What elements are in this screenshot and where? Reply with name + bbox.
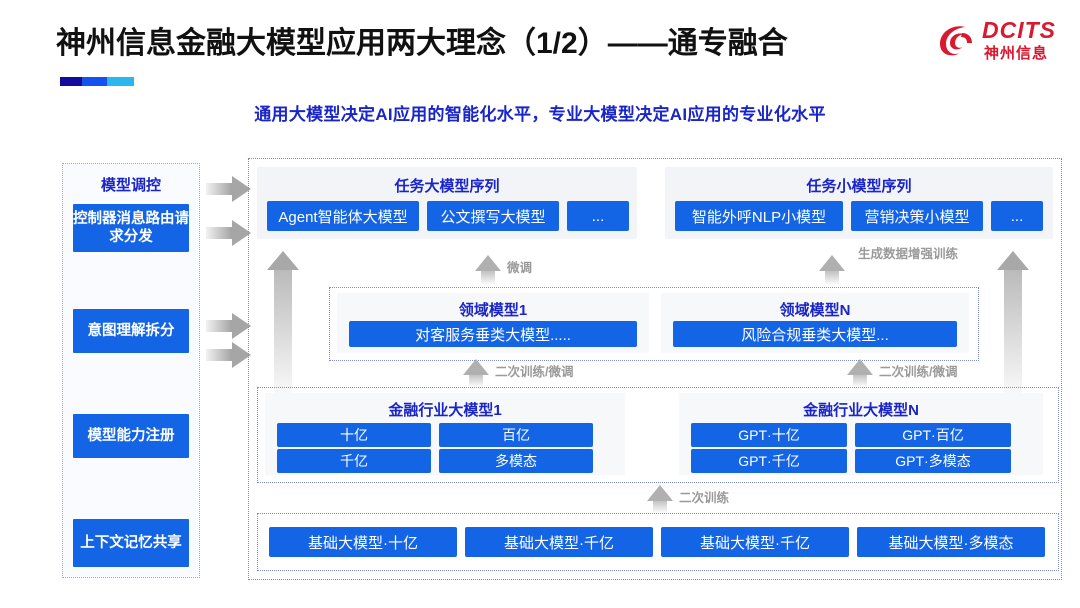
industry-model-1-item-2[interactable]: 千亿: [277, 449, 431, 473]
base-model-3[interactable]: 基础大模型·多模态: [857, 527, 1045, 557]
control-item-3[interactable]: 上下文记忆共享: [73, 519, 189, 567]
industry-model-n-item-1[interactable]: GPT·百亿: [855, 423, 1011, 447]
arrow-label-retrain-right: 二次训练/微调: [879, 365, 958, 379]
domain-model-title-1: 领域模型1: [458, 302, 528, 319]
right-arrow-icon-1: [206, 220, 251, 246]
industry-model-1-item-1[interactable]: 百亿: [439, 423, 593, 447]
base-model-2[interactable]: 基础大模型·千亿: [661, 527, 849, 557]
industry-model-title-1: 金融行业大模型1: [388, 402, 502, 419]
arrow-label-data-aug: 生成数据增强训练: [857, 247, 958, 261]
task-sequence-group-large: 任务大模型序列 Agent智能体大模型 公文撰写大模型 ...: [257, 167, 637, 239]
up-arrow-icon-retrain-base: [645, 485, 675, 513]
domain-model-item-n[interactable]: 风险合规垂类大模型...: [673, 321, 957, 347]
task-sequence-title-large: 任务大模型序列: [394, 178, 500, 195]
domain-model-title-n: 领域模型N: [779, 302, 851, 319]
page-title: 神州信息金融大模型应用两大理念（1/2）——通专融合: [56, 27, 788, 60]
right-arrow-icon-3: [206, 342, 251, 368]
up-arrow-icon-data-aug: [817, 255, 847, 285]
dcits-logo-mark: [940, 26, 972, 56]
up-arrow-icon-tall-left: [263, 251, 303, 403]
industry-model-title-n: 金融行业大模型N: [803, 402, 919, 419]
control-item-1[interactable]: 意图理解拆分: [73, 309, 189, 353]
logo-wordmark: DCITS: [982, 17, 1056, 43]
industry-model-frame: [257, 387, 1059, 483]
task-model-small-1[interactable]: 营销决策小模型: [851, 201, 983, 231]
control-item-2[interactable]: 模型能力注册: [73, 414, 189, 458]
arrow-label-retrain-base: 二次训练: [679, 491, 730, 505]
right-arrow-icon-0: [206, 176, 251, 202]
control-panel: 模型调控 控制器消息路由请求分发 意图理解拆分 模型能力注册 上下文记忆共享: [62, 163, 200, 578]
task-model-large-1[interactable]: 公文撰写大模型: [427, 201, 559, 231]
title-accent-bar: [60, 77, 134, 86]
task-model-large-0[interactable]: Agent智能体大模型: [267, 201, 419, 231]
control-panel-title: 模型调控: [100, 177, 161, 194]
domain-model-frame: [329, 287, 979, 361]
logo-subtext: 神州信息: [984, 45, 1049, 62]
industry-model-1-item-0[interactable]: 十亿: [277, 423, 431, 447]
arrow-label-fine-tune: 微调: [507, 261, 533, 275]
task-sequence-title-small: 任务小模型序列: [806, 178, 912, 195]
base-model-1[interactable]: 基础大模型·千亿: [465, 527, 653, 557]
task-model-small-0[interactable]: 智能外呼NLP小模型: [675, 201, 843, 231]
base-model-frame: [257, 513, 1059, 571]
diagram-frame: 任务大模型序列 Agent智能体大模型 公文撰写大模型 ... 任务小模型序列 …: [248, 158, 1062, 580]
up-arrow-icon-retrain-right: [845, 359, 875, 387]
task-model-large-2[interactable]: ...: [567, 201, 629, 231]
task-model-small-2[interactable]: ...: [991, 201, 1043, 231]
industry-model-1-item-3[interactable]: 多模态: [439, 449, 593, 473]
up-arrow-icon-fine-tune-left: [473, 255, 503, 285]
page-subtitle: 通用大模型决定AI应用的智能化水平，专业大模型决定AI应用的专业化水平: [254, 105, 826, 124]
control-item-0[interactable]: 控制器消息路由请求分发: [73, 204, 189, 252]
industry-model-n-item-0[interactable]: GPT·十亿: [691, 423, 847, 447]
task-sequence-group-small: 任务小模型序列 智能外呼NLP小模型 营销决策小模型 ...: [665, 167, 1053, 239]
up-arrow-icon-tall-right: [993, 251, 1033, 403]
base-model-0[interactable]: 基础大模型·十亿: [269, 527, 457, 557]
industry-model-n-item-3[interactable]: GPT·多模态: [855, 449, 1011, 473]
industry-model-n-item-2[interactable]: GPT·千亿: [691, 449, 847, 473]
right-arrow-icon-2: [206, 313, 251, 339]
dcits-logo: DCITS 神州信息: [934, 16, 1066, 68]
domain-model-item-1[interactable]: 对客服务垂类大模型.....: [349, 321, 637, 347]
up-arrow-icon-retrain-left: [461, 359, 491, 387]
arrow-label-retrain-left: 二次训练/微调: [495, 365, 574, 379]
